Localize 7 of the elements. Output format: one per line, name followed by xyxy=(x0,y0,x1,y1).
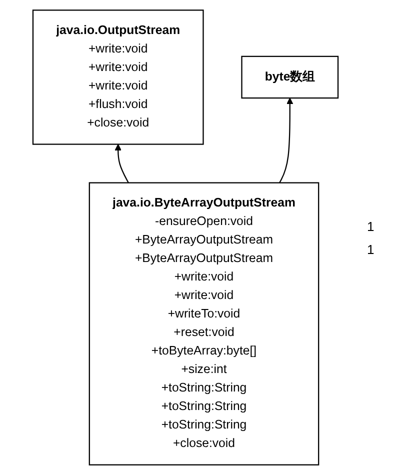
node-box: byte数组 xyxy=(241,56,339,99)
multiplicity-label: 1 xyxy=(367,218,376,234)
node-box: java.io.OutputStream +write:void +write:void +write:void +flush:void +close:void xyxy=(32,10,204,145)
arrow xyxy=(114,144,129,184)
arrow xyxy=(279,98,294,184)
multiplicity-label: 1 xyxy=(367,242,376,256)
node-box: java.io.ByteArrayOutputStream -ensureOpen:void +ByteArrayOutputStream +ByteArrayOutputStream +write:void +write:void +writeTo:void +reset:void +toByteArray:byte[] +size:int +toString:String +toString:String +toString:String +close:void xyxy=(88,182,320,466)
